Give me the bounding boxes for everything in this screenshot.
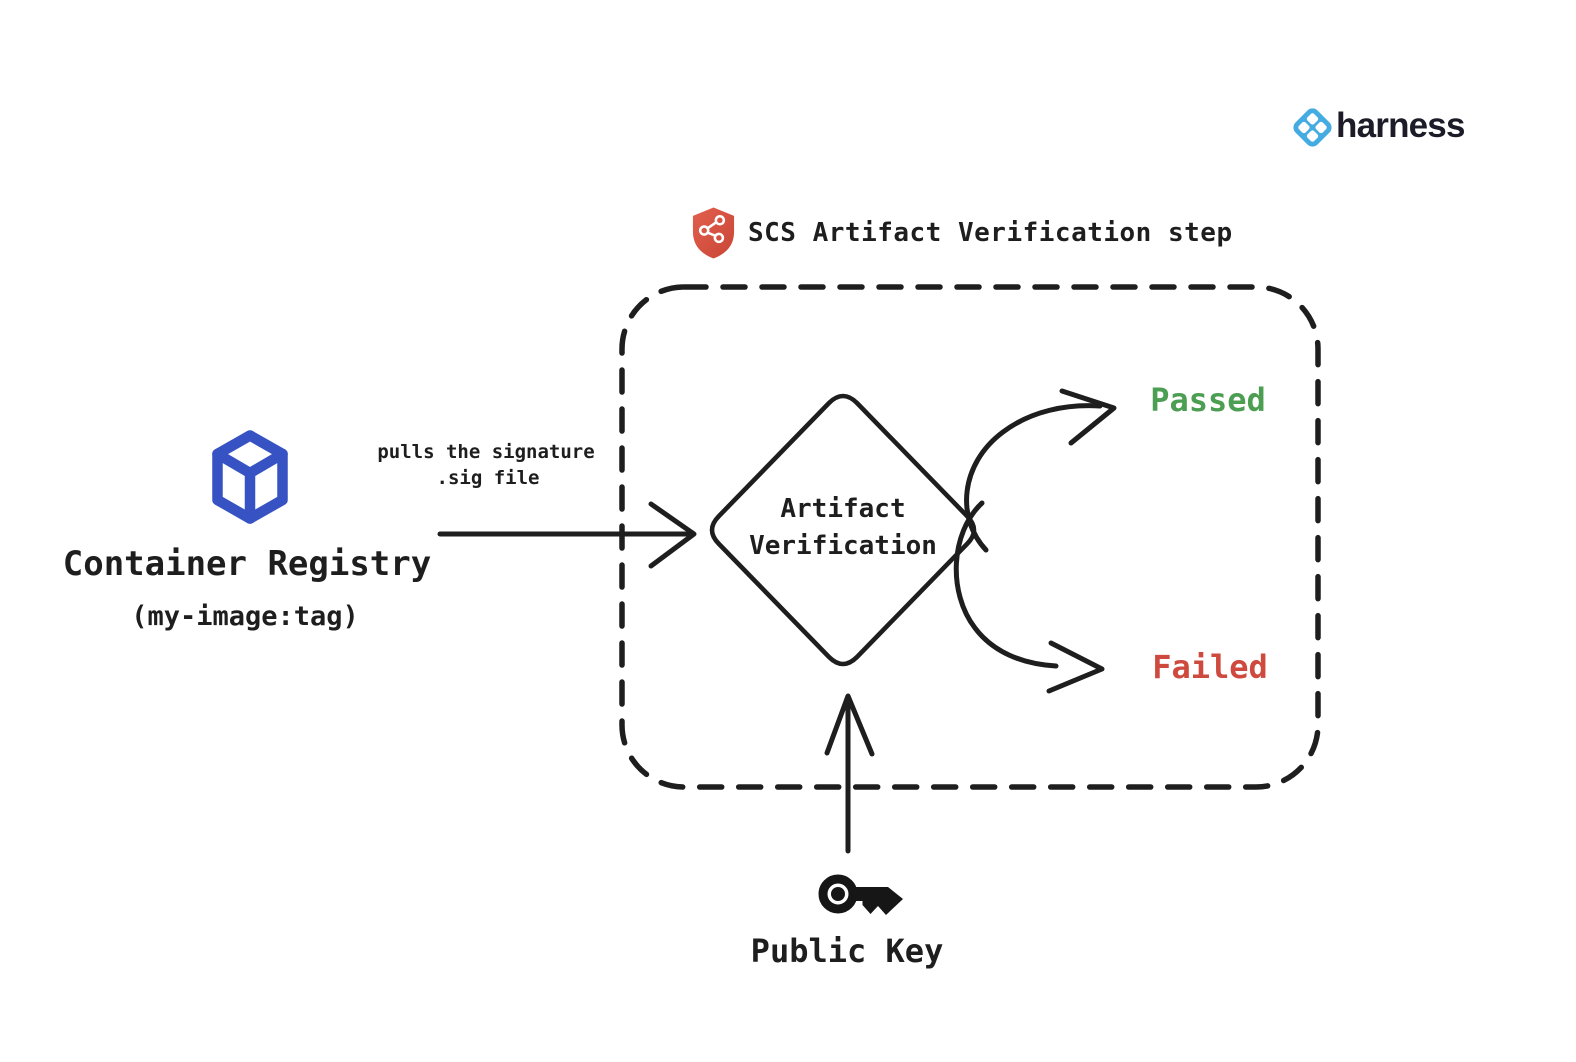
container-registry-subtitle: (my-image:tag)	[131, 601, 359, 632]
supply-chain-shield-icon	[692, 207, 735, 259]
harness-brand: harness	[1291, 104, 1465, 150]
artifact-verification-label-line1: Artifact	[780, 494, 906, 524]
outcome-failed-label: Failed	[1152, 648, 1268, 686]
failed-arrow	[953, 500, 1105, 694]
pull-edge-label-line2: .sig file	[436, 467, 540, 489]
step-box-title: SCS Artifact Verification step	[748, 218, 1233, 248]
outcome-passed-label: Passed	[1150, 381, 1266, 419]
public-key-label: Public Key	[750, 932, 944, 970]
harness-logo-icon	[1293, 107, 1332, 147]
artifact-verification-label-line2: Verification	[749, 531, 937, 561]
step-boundary-dashed-box	[619, 284, 1321, 790]
public-key-arrow	[824, 693, 875, 854]
harness-wordmark: harness	[1336, 106, 1465, 145]
container-cube-icon	[212, 430, 288, 524]
pull-arrow	[437, 501, 697, 569]
container-registry-title: Container Registry	[62, 544, 432, 584]
pull-edge-label-line1: pulls the signature	[377, 441, 595, 463]
passed-arrow	[964, 388, 1117, 553]
key-icon	[818, 874, 903, 915]
artifact-verification-label: Artifact Verification	[749, 491, 937, 565]
